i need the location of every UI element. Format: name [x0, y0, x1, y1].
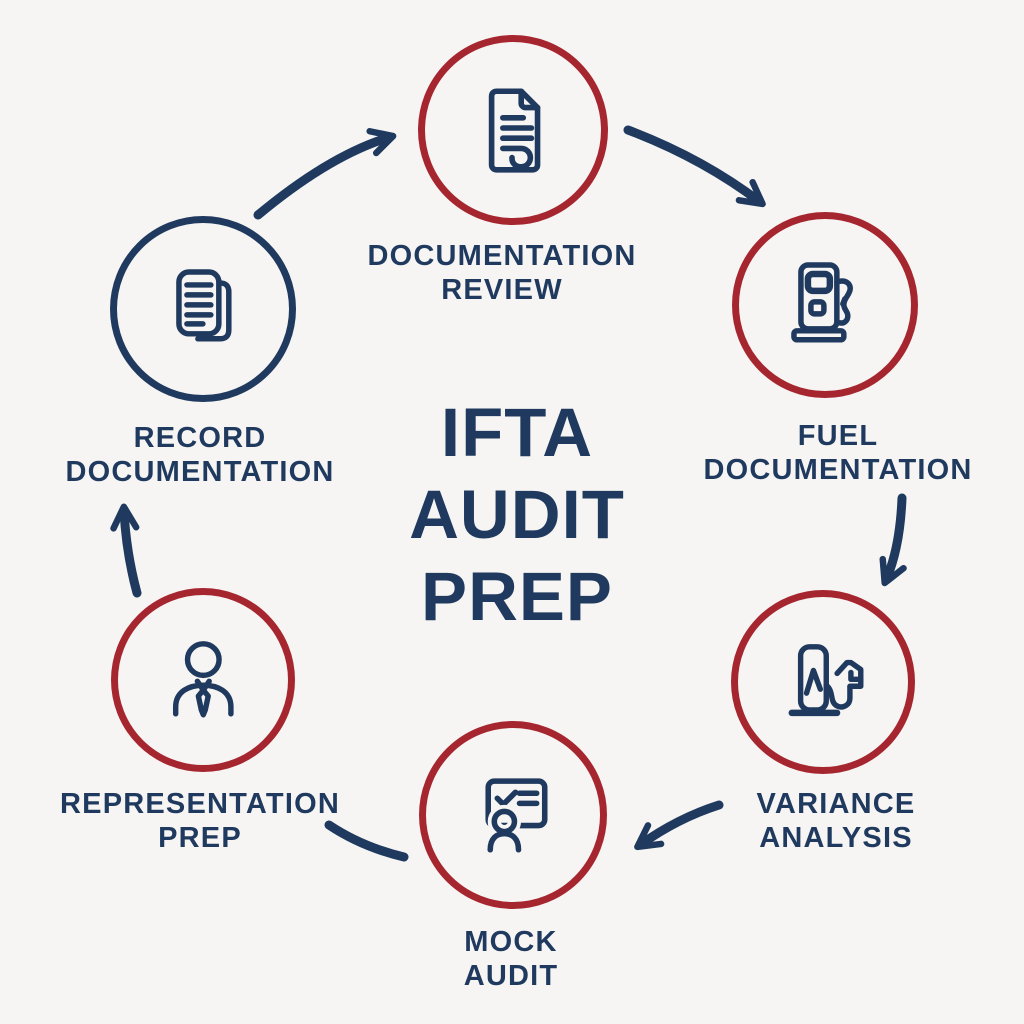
stacked-documents-icon: [176, 269, 232, 342]
node-mock-audit: [419, 721, 607, 909]
title-line-3: PREP: [421, 558, 613, 635]
label-mock-audit: MOCK AUDIT: [463, 926, 559, 992]
node-documentation-review: [418, 35, 608, 225]
fuel-variance-icon: [788, 643, 864, 716]
arrow-fuel-to-variance: [879, 493, 907, 587]
arrow-representation-to-record: [110, 503, 142, 598]
title-line-1: IFTA: [440, 394, 594, 471]
node-fuel-documentation: [732, 212, 918, 398]
node-representation-prep: [111, 588, 295, 772]
label-record-documentation: RECORD DOCUMENTATION: [65, 422, 335, 488]
presentation-checklist-icon: [483, 777, 548, 856]
page-title: IFTA AUDIT PREP: [267, 392, 767, 638]
arrow-variance-to-mock: [634, 800, 724, 851]
node-variance-analysis: [731, 590, 915, 774]
node-record-documentation: [110, 216, 296, 402]
label-representation-prep: REPRESENTATION PREP: [60, 788, 340, 854]
label-documentation-review: DOCUMENTATION REVIEW: [367, 240, 637, 306]
fuel-pump-icon: [791, 262, 854, 343]
label-fuel-documentation: FUEL DOCUMENTATION: [703, 420, 973, 486]
document-icon: [488, 88, 541, 173]
connector-mock-to-representation: [324, 820, 409, 862]
person-tie-icon: [172, 640, 234, 718]
arrow-record-to-review: [253, 128, 397, 220]
label-variance-analysis: VARIANCE ANALYSIS: [756, 788, 916, 854]
arrow-review-to-fuel: [623, 125, 766, 208]
title-line-2: AUDIT: [409, 476, 625, 553]
